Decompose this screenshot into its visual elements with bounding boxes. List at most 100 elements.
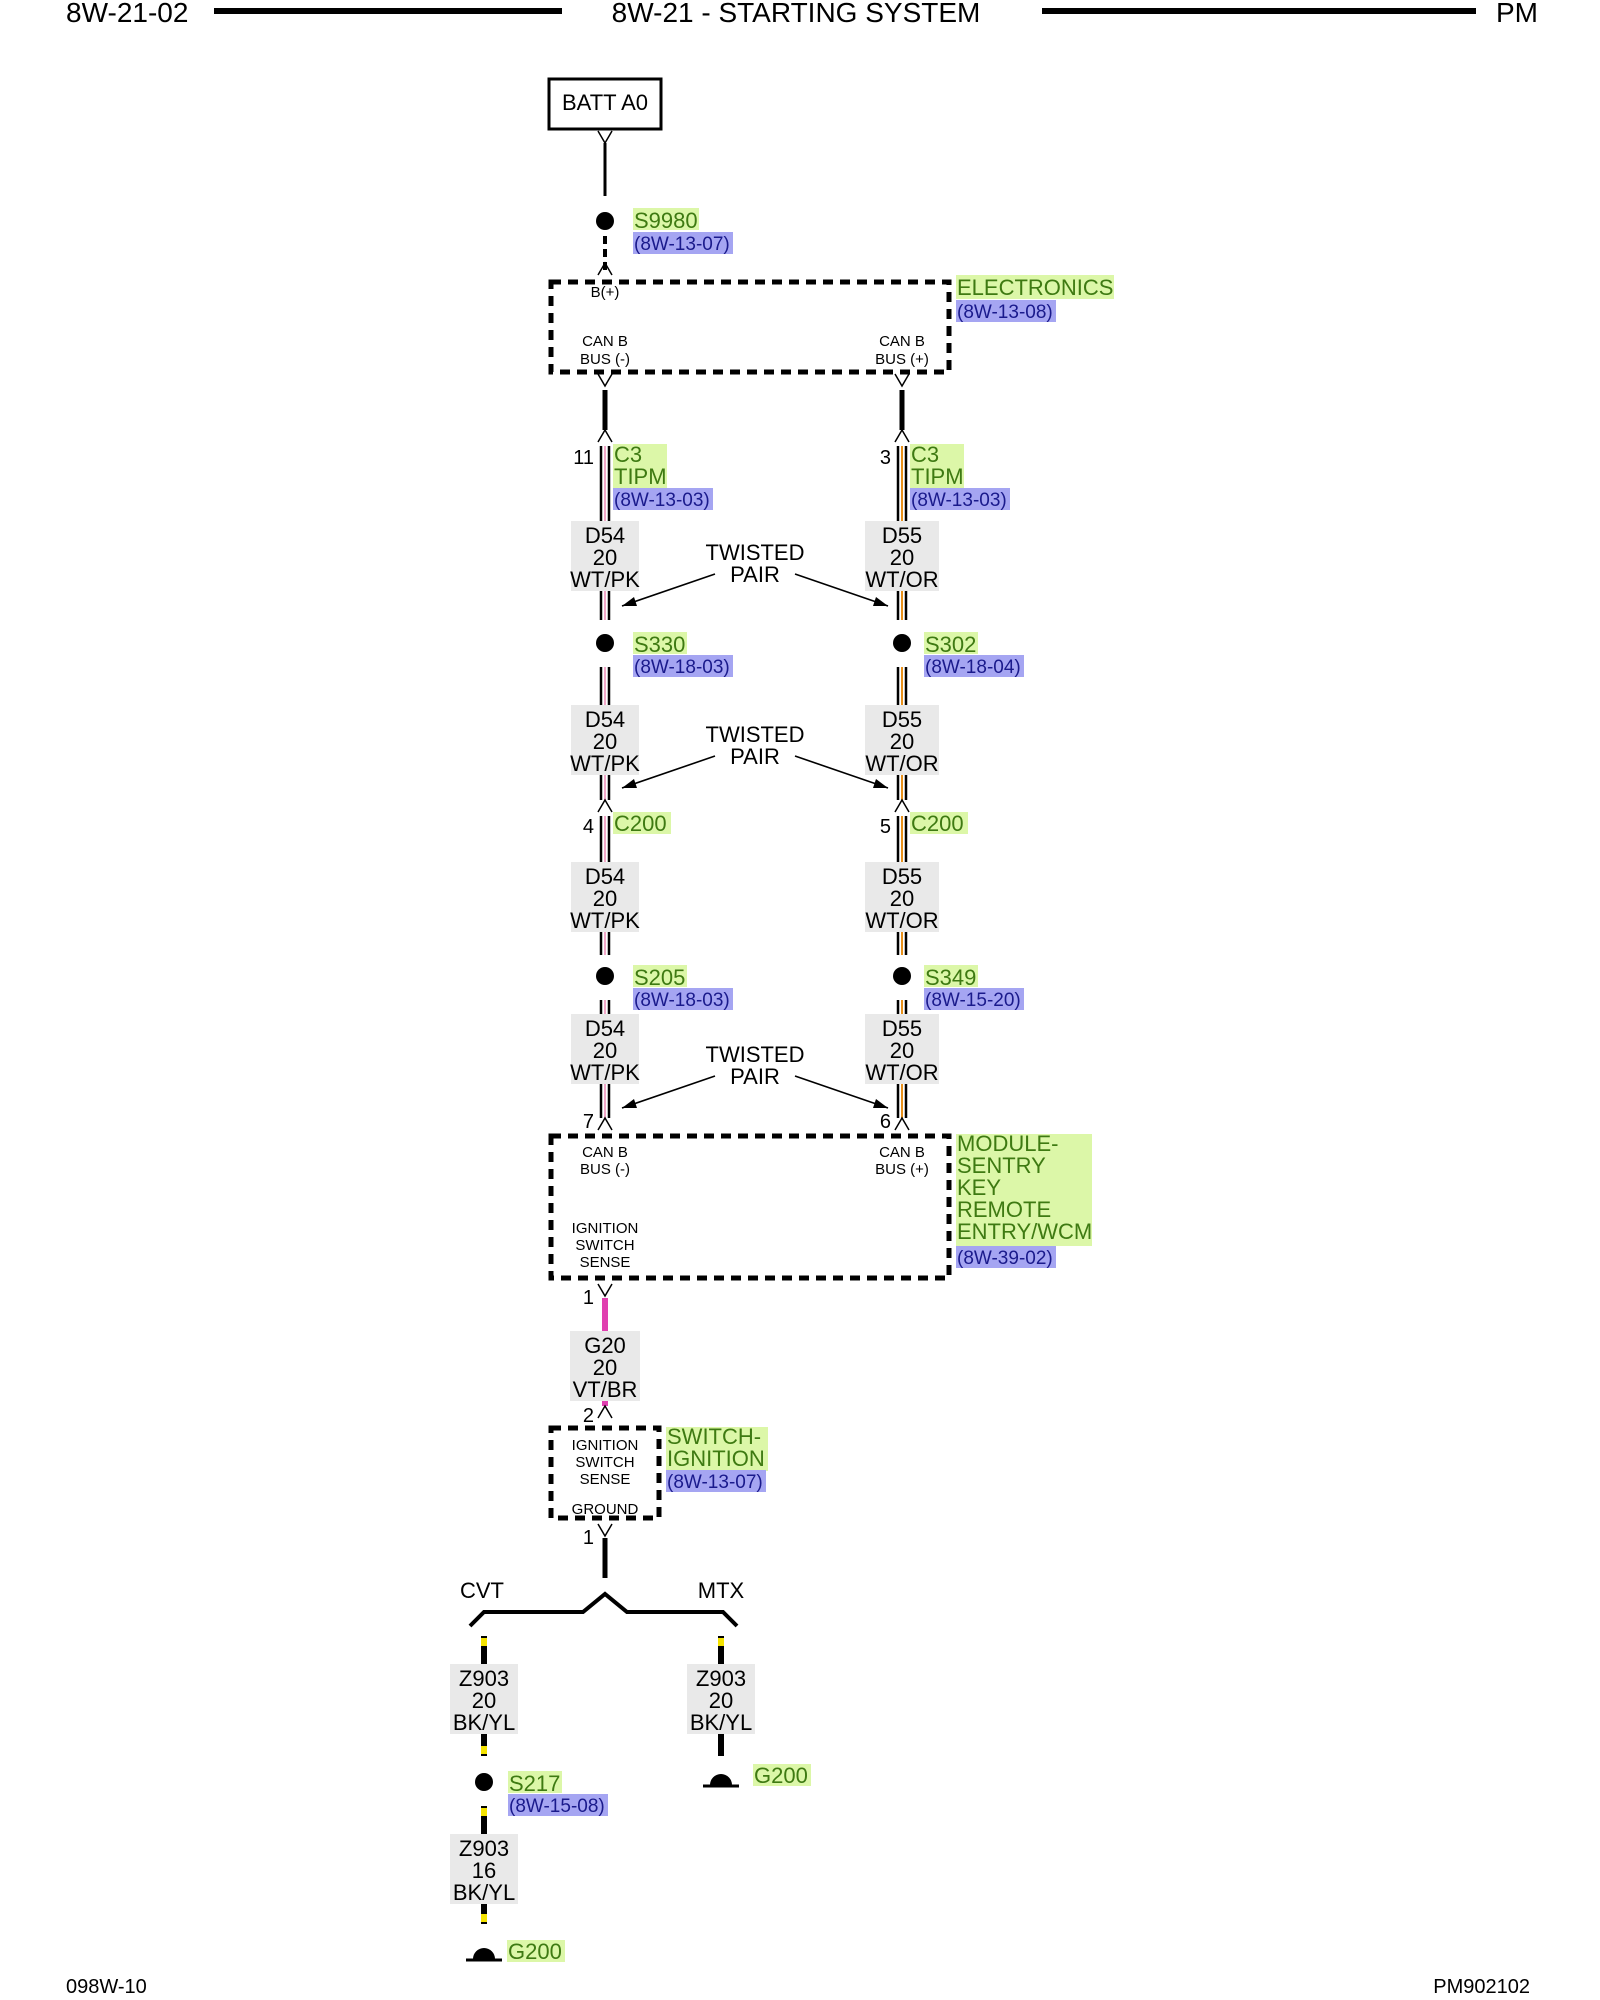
c3-left-chevron bbox=[597, 428, 613, 443]
module-name-line4: REMOTE bbox=[957, 1197, 1051, 1222]
header-page-number: 8W-21-02 bbox=[66, 0, 188, 28]
electronics-bplus-chevron bbox=[597, 261, 613, 276]
c3-right-chevron bbox=[894, 428, 910, 443]
d55-2-circuit: D55 bbox=[882, 707, 922, 732]
s217-ref: (8W-15-08) bbox=[509, 1796, 605, 1817]
electronics-can-plus-chevron bbox=[894, 373, 910, 388]
twisted-pair-3-line1: TWISTED bbox=[706, 1042, 805, 1067]
d54-3-circuit: D54 bbox=[585, 864, 625, 889]
twisted-pair-3-line2: PAIR bbox=[730, 1064, 780, 1089]
batt-source-label: BATT A0 bbox=[562, 90, 648, 115]
switch-name-line2: IGNITION bbox=[667, 1446, 765, 1471]
electronics-name-highlight bbox=[956, 275, 1114, 299]
c200-left-name-highlight bbox=[613, 812, 671, 834]
d54-4-color: WT/PK bbox=[570, 1060, 640, 1085]
d54-4-circuit: D54 bbox=[585, 1016, 625, 1041]
s330-name-highlight bbox=[633, 632, 687, 654]
batt-source-box bbox=[547, 77, 663, 131]
mtx-z903-20-gauge: 20 bbox=[709, 1688, 733, 1713]
cvt-z903-20-gauge: 20 bbox=[472, 1688, 496, 1713]
d55-3-circuit: D55 bbox=[882, 864, 922, 889]
s217-ref-highlight bbox=[508, 1794, 608, 1816]
c3-left-name2: TIPM bbox=[614, 464, 667, 489]
c3-right-name2: TIPM bbox=[911, 464, 964, 489]
switch-ref-highlight bbox=[666, 1470, 766, 1492]
d54-label-4: D54 20 WT/PK bbox=[570, 1014, 640, 1085]
s9980-ref: (8W-13-07) bbox=[634, 234, 730, 255]
twisted-pair-2-line2: PAIR bbox=[730, 744, 780, 769]
cvt-z903-16-circuit: Z903 bbox=[459, 1836, 509, 1861]
option-mtx-label: MTX bbox=[698, 1578, 745, 1603]
splice-s205-dot bbox=[596, 967, 614, 985]
page-header: 8W-21-02 8W-21 - STARTING SYSTEM PM bbox=[66, 0, 1538, 28]
d54-1-gauge: 20 bbox=[593, 545, 617, 570]
d54-label-3: D54 20 WT/PK bbox=[570, 862, 640, 933]
d55-label-1: D55 20 WT/OR bbox=[865, 521, 939, 592]
c3-left-name-highlight bbox=[613, 444, 667, 488]
module-name-line3: KEY bbox=[957, 1175, 1001, 1200]
splice-s330-dot bbox=[596, 634, 614, 652]
module-can-minus-line2: BUS (-) bbox=[580, 1161, 630, 1178]
d55-label-2: D55 20 WT/OR bbox=[865, 705, 939, 776]
electronics-ref: (8W-13-08) bbox=[957, 302, 1053, 323]
footer-right-code: PM902102 bbox=[1433, 1976, 1530, 1998]
s205-name: S205 bbox=[634, 965, 685, 990]
c3-left-ref-highlight bbox=[613, 488, 713, 510]
electronics-can-plus-line1: CAN B bbox=[879, 333, 925, 350]
module-pin-sense: 1 bbox=[583, 1287, 594, 1309]
c3-right-ref-highlight bbox=[910, 488, 1010, 510]
c3-right-name-highlight bbox=[910, 444, 964, 488]
option-cvt-label: CVT bbox=[460, 1578, 504, 1603]
cvt-mtx-branch bbox=[468, 1591, 739, 1628]
g20-color: VT/BR bbox=[573, 1377, 638, 1402]
d54-1-color: WT/PK bbox=[570, 567, 640, 592]
d55-1-gauge: 20 bbox=[890, 545, 914, 570]
header-right-code: PM bbox=[1496, 0, 1538, 28]
module-sense-line1: IGNITION bbox=[572, 1220, 639, 1237]
electronics-module-box bbox=[548, 279, 952, 375]
cvt-z903-16-color: BK/YL bbox=[453, 1880, 515, 1905]
g200-left-name: G200 bbox=[508, 1939, 562, 1964]
d55-1-circuit: D55 bbox=[882, 523, 922, 548]
switch-sense-line1: IGNITION bbox=[572, 1437, 639, 1454]
c200-right-pin: 5 bbox=[880, 816, 891, 838]
switch-sense-line2: SWITCH bbox=[575, 1454, 634, 1471]
twisted-pair-1: TWISTED PAIR bbox=[621, 540, 889, 607]
mtx-z903-20-circuit: Z903 bbox=[696, 1666, 746, 1691]
c3-right-connector: 3 C3 TIPM (8W-13-03) bbox=[880, 428, 1010, 511]
mtx-z903-20-color: BK/YL bbox=[690, 1710, 752, 1735]
g200-right-name: G200 bbox=[754, 1763, 808, 1788]
module-sense-line3: SENSE bbox=[580, 1254, 631, 1271]
cvt-z903-20-label: Z903 20 BK/YL bbox=[450, 1664, 518, 1735]
switch-pin-sense: 2 bbox=[583, 1405, 594, 1427]
electronics-can-minus-line1: CAN B bbox=[582, 333, 628, 350]
module-can-minus-line1: CAN B bbox=[582, 1144, 628, 1161]
c3-left-ref: (8W-13-03) bbox=[614, 490, 710, 511]
twisted-pair-2-line1: TWISTED bbox=[706, 722, 805, 747]
ground-g200-right-icon bbox=[710, 1774, 732, 1785]
switch-ground-label: GROUND bbox=[572, 1501, 639, 1518]
module-can-plus-line2: BUS (+) bbox=[875, 1161, 929, 1178]
d55-label-3: D55 20 WT/OR bbox=[865, 862, 939, 933]
cvt-z903-16-label: Z903 16 BK/YL bbox=[450, 1834, 518, 1905]
d55-3-gauge: 20 bbox=[890, 886, 914, 911]
d55-4-circuit: D55 bbox=[882, 1016, 922, 1041]
ground-g200-left-icon bbox=[473, 1948, 495, 1959]
switch-name-line1: SWITCH- bbox=[667, 1424, 761, 1449]
switch-box bbox=[548, 1425, 662, 1521]
module-ref-highlight bbox=[956, 1246, 1056, 1268]
s302-name-highlight bbox=[924, 632, 978, 654]
c3-right-ref: (8W-13-03) bbox=[911, 490, 1007, 511]
d55-4-gauge: 20 bbox=[890, 1038, 914, 1063]
mtx-z903-20-label: Z903 20 BK/YL bbox=[687, 1664, 755, 1735]
switch-ref: (8W-13-07) bbox=[667, 1472, 763, 1493]
c3-left-pin: 11 bbox=[573, 447, 594, 469]
module-name-highlight bbox=[956, 1134, 1092, 1246]
module-name-line1: MODULE- bbox=[957, 1131, 1058, 1156]
g20-label: G20 20 VT/BR bbox=[570, 1331, 640, 1402]
s349-name: S349 bbox=[925, 965, 976, 990]
c200-left-chevron bbox=[597, 798, 613, 813]
g200-left-name-highlight bbox=[507, 1940, 565, 1962]
s330-ref: (8W-18-03) bbox=[634, 657, 730, 678]
